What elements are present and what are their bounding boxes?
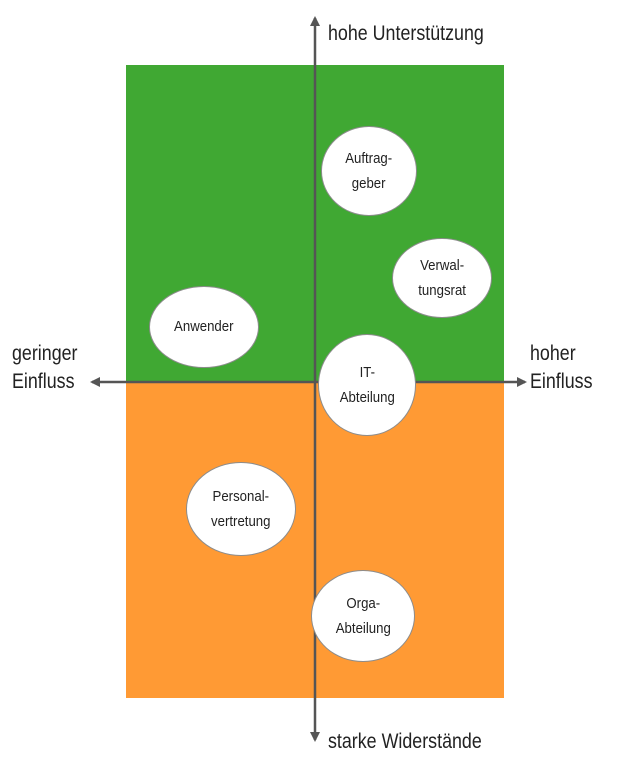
stakeholder-personalvertretung: Personal- vertretung (186, 462, 296, 556)
axis-label-bottom: starke Widerstände (328, 730, 482, 753)
stakeholder-label: Anwender (174, 318, 234, 336)
stakeholder-label: Verwal- tungsrat (418, 256, 466, 300)
axis-label-right: hoher Einfluss (530, 342, 593, 394)
stakeholder-verwaltungsrat: Verwal- tungsrat (392, 238, 492, 318)
stakeholder-label: Personal- vertretung (211, 487, 271, 531)
stakeholder-label: Orga- Abteilung (335, 594, 391, 638)
stakeholder-anwender: Anwender (149, 286, 259, 368)
axis-label-left: geringer Einfluss (12, 342, 78, 394)
stakeholder-it-abteilung: IT- Abteilung (318, 334, 416, 436)
stakeholder-orga-abteilung: Orga- Abteilung (311, 570, 415, 662)
axis-label-top: hohe Unterstützung (328, 22, 484, 45)
stakeholder-label: IT- Abteilung (339, 363, 395, 407)
stakeholder-label: Auftrag- geber (345, 149, 393, 193)
stakeholder-auftraggeber: Auftrag- geber (321, 126, 417, 216)
